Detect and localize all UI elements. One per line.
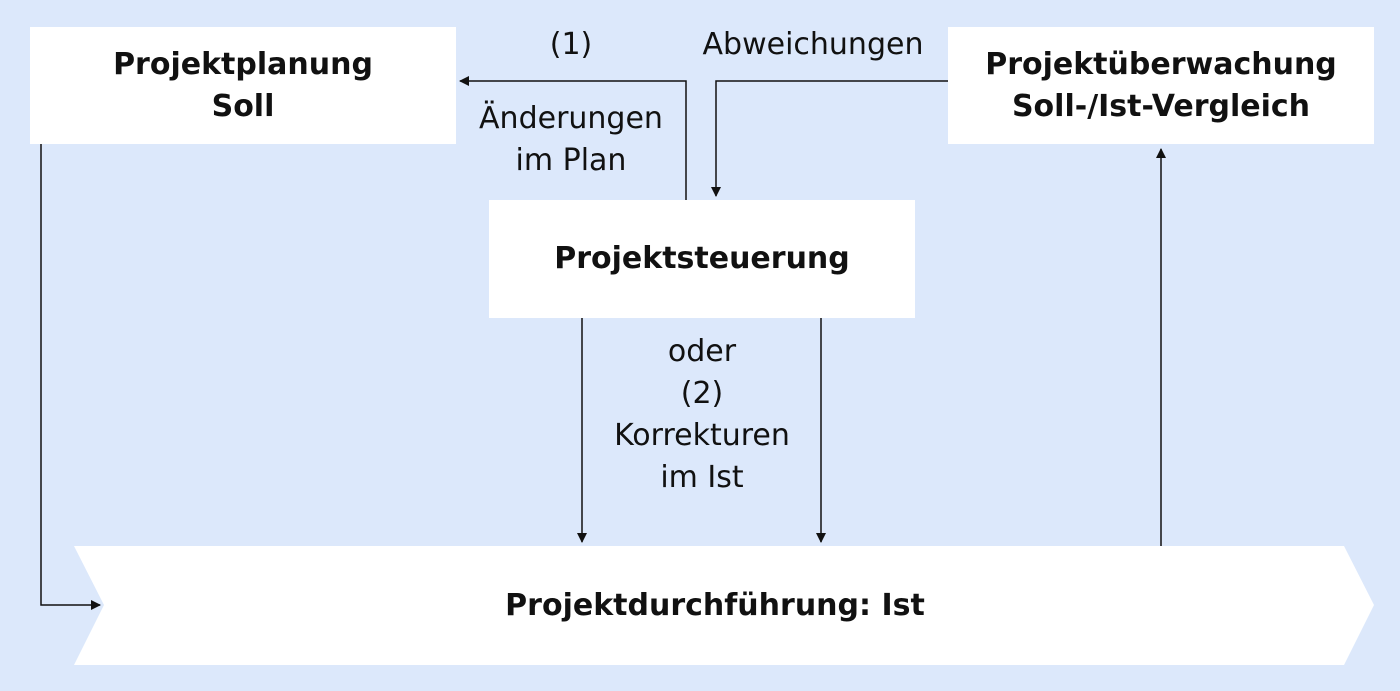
edge-planung-to-durchfuehrung xyxy=(40,144,101,610)
node-projektueberwachung-line-2: Soll-/Ist-Vergleich xyxy=(1011,88,1311,124)
edge-label-korrekturen-line-3: Korrekturen xyxy=(614,418,790,453)
edge-label-abweichungen-text: Abweichungen xyxy=(702,27,924,62)
edge-label-korrekturen: oder (2) Korrekturen im Ist xyxy=(592,331,812,499)
edge-label-option-1: (1) xyxy=(526,24,616,66)
edge-label-aenderungen-line-1: Änderungen xyxy=(479,101,663,136)
edge-steuerung-to-planung xyxy=(459,76,687,200)
edge-ueberwachung-to-steuerung xyxy=(711,80,948,197)
node-projektueberwachung: Projektüberwachung Soll-/Ist-Vergleich xyxy=(948,27,1374,144)
edge-label-korrekturen-line-4: im Ist xyxy=(660,460,744,495)
node-projektdurchfuehrung-label: Projektdurchführung: Ist xyxy=(505,588,925,623)
node-projektplanung: Projektplanung Soll xyxy=(30,27,456,144)
node-projektsteuerung-line-1: Projektsteuerung xyxy=(554,241,850,276)
edge-label-korrekturen-line-1: oder xyxy=(667,334,737,369)
node-projektplanung-line-1: Projektplanung xyxy=(113,46,373,82)
node-projektplanung-line-2: Soll xyxy=(211,88,275,124)
node-projektueberwachung-line-1: Projektüberwachung xyxy=(985,46,1337,82)
node-projektsteuerung: Projektsteuerung xyxy=(489,200,915,318)
edge-label-aenderungen-line-2: im Plan xyxy=(515,143,627,178)
edge-label-aenderungen: Änderungen im Plan xyxy=(462,98,680,182)
edge-label-korrekturen-line-2: (2) xyxy=(680,376,724,411)
edge-label-option-1-text: (1) xyxy=(549,27,593,62)
durchfuehrung-banner-shape xyxy=(74,546,1374,665)
edge-label-abweichungen: Abweichungen xyxy=(682,24,944,66)
